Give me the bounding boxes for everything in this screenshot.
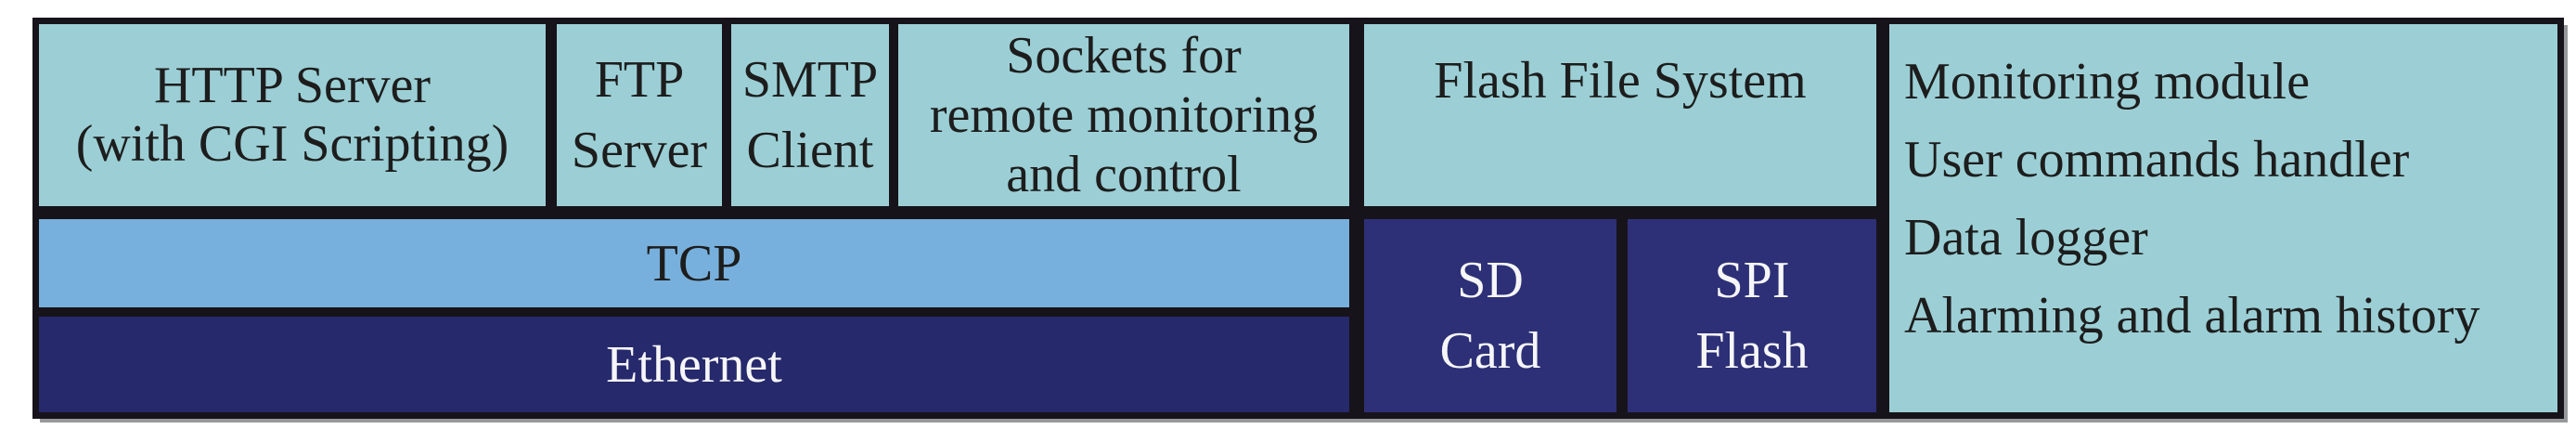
ethernet-layer-block: Ethernet — [39, 317, 1349, 412]
smtp-client-block: SMTP Client — [731, 24, 889, 206]
application-protocols-row: HTTP Server (with CGI Scripting) FTP Ser… — [39, 24, 1349, 206]
http-server-block: HTTP Server (with CGI Scripting) — [39, 24, 546, 206]
sockets-block: Sockets for remote monitoring and contro… — [898, 24, 1349, 206]
firmware-stack-diagram: HTTP Server (with CGI Scripting) FTP Ser… — [32, 18, 2564, 419]
spi-flash-label-line1: SPI — [1714, 252, 1790, 309]
spi-flash-block: SPI Flash — [1628, 219, 1876, 412]
sockets-label-line2: remote monitoring — [929, 86, 1319, 144]
sd-card-block: SD Card — [1364, 219, 1616, 412]
sd-card-label-line1: SD — [1457, 252, 1524, 309]
sockets-label-line1: Sockets for — [1006, 27, 1242, 84]
module-data-logger: Data logger — [1904, 209, 2148, 266]
smtp-client-label-line1: SMTP — [741, 51, 879, 109]
sockets-label-line3: and control — [1006, 146, 1242, 203]
smtp-client-label-line2: Client — [746, 122, 874, 179]
file-system-column: Flash File System SD Card SPI Flash — [1364, 24, 1876, 412]
tcp-layer-block: TCP — [39, 219, 1349, 307]
flash-file-system-block: Flash File System — [1364, 24, 1876, 206]
http-server-label-line1: HTTP Server — [153, 57, 431, 114]
network-stack-column: HTTP Server (with CGI Scripting) FTP Ser… — [39, 24, 1349, 412]
ftp-server-label-line1: FTP — [594, 51, 685, 109]
module-user-commands: User commands handler — [1904, 131, 2410, 188]
storage-media-row: SD Card SPI Flash — [1364, 219, 1876, 412]
module-monitoring: Monitoring module — [1904, 53, 2311, 110]
ftp-server-block: FTP Server — [557, 24, 722, 206]
module-alarming: Alarming and alarm history — [1904, 287, 2480, 344]
flash-file-system-label: Flash File System — [1434, 52, 1807, 110]
ftp-server-label-line2: Server — [571, 122, 708, 179]
application-modules-block: Monitoring module User commands handler … — [1889, 24, 2557, 412]
spi-flash-label-line2: Flash — [1695, 322, 1809, 380]
ethernet-label: Ethernet — [606, 335, 782, 394]
http-server-label-line2: (with CGI Scripting) — [75, 115, 509, 173]
tcp-label: TCP — [646, 234, 742, 292]
sd-card-label-line2: Card — [1439, 322, 1541, 380]
